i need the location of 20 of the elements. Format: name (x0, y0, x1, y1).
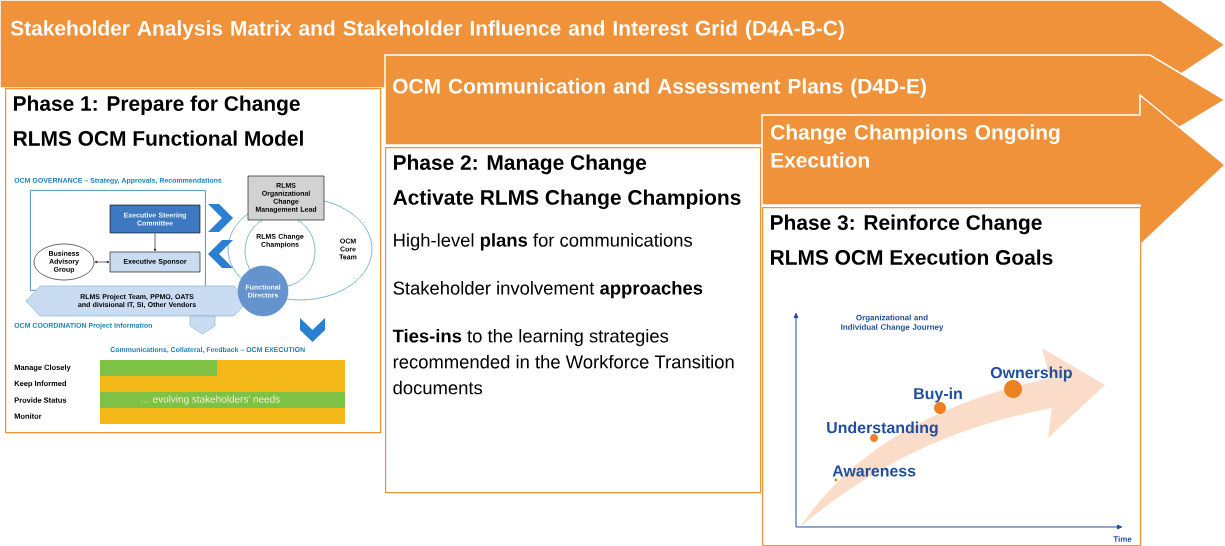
stage-label: Ownership (990, 366, 1072, 382)
priority-bars: … evolving stakeholders' needs (100, 360, 345, 424)
arrow (94, 260, 110, 264)
arrow (153, 233, 157, 252)
subheading: RLMS OCM Execution Goals (771, 249, 1053, 265)
stage-label: Buy-in (914, 387, 962, 403)
bullet-text: High-level plans for communications (394, 233, 692, 251)
node-label: Stakeholder Analysis Matrix and Stakeholder Influence and Interest Grid (D4A-B-C) (10, 20, 844, 40)
phase-box (385, 147, 762, 494)
subheading: RLMS OCM Functional Model (14, 130, 303, 146)
subheading: Activate RLMS Change Champions (393, 189, 741, 210)
stage-label: Awareness (832, 465, 916, 477)
bullet-text: Stakeholder involvement approaches (393, 281, 703, 299)
phase-heading: Phase 3: Reinforce Change (771, 214, 1042, 235)
phase-heading: Phase 2: Manage Change (394, 154, 647, 175)
stage-label: Understanding (827, 421, 938, 437)
bullet-text: Ties-ins to the learning strategies recommended in the Workforce Transition documents (392, 329, 734, 395)
phase-box (762, 207, 1142, 546)
phase-heading: Phase 1: Prepare for Change (14, 95, 300, 116)
node-label: … evolving stakeholders' needs (141, 395, 280, 405)
